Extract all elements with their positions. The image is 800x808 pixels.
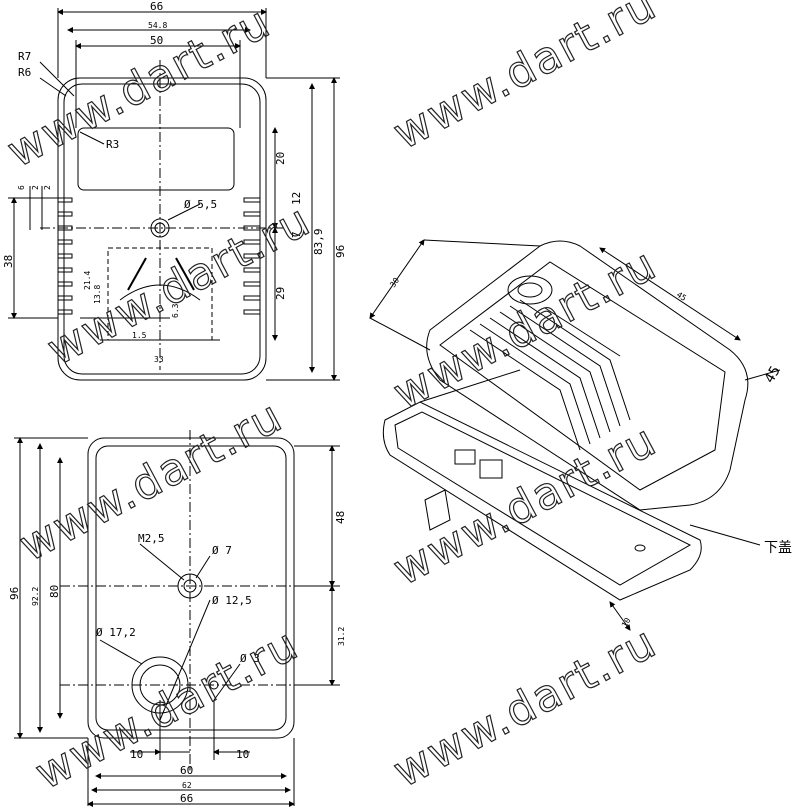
dim-1-5: 1.5: [132, 331, 147, 340]
dim-80: 80: [48, 585, 61, 598]
dim-83-9: 83,9: [312, 229, 325, 256]
watermark-4: www.dart.ru: [385, 238, 665, 419]
dim-20: 20: [274, 152, 287, 165]
dim-48: 48: [334, 511, 347, 524]
hole-dia-3: Ø 3: [240, 652, 260, 665]
iso-callout-lower-cover: 下盖: [764, 540, 792, 556]
radius-r7: R7: [18, 50, 31, 63]
back-inner-outline: [95, 445, 287, 731]
back-outer-outline: [87, 437, 295, 739]
dim-6-3: 6.3: [171, 303, 180, 318]
dim-10-right: 10: [236, 748, 249, 761]
iso-lower-tray: [382, 401, 702, 601]
watermark-7: www.dart.ru: [27, 618, 307, 799]
right-vent-slots: [243, 197, 261, 315]
dim-slot-6: 6: [17, 185, 26, 190]
hole-dia-17-2: Ø 17,2: [96, 626, 136, 639]
dim-60: 60: [180, 764, 193, 777]
dim-66-top: 66: [150, 0, 163, 13]
watermark-3: www.dart.ru: [39, 194, 319, 375]
watermark-8: www.dart.ru: [385, 616, 665, 797]
left-vent-slots: [57, 197, 73, 315]
watermark-1: www.dart.ru: [0, 0, 279, 178]
dim-54-8: 54.8: [148, 21, 167, 30]
thread-m2-5: M2,5: [138, 532, 165, 545]
dim-10-left: 10: [130, 748, 143, 761]
dim-slot-2b: 2: [43, 185, 52, 190]
dim-66-bottom: 66: [180, 792, 193, 805]
dim-21-4: 21.4: [83, 271, 92, 290]
iso-view: [369, 239, 781, 631]
dim-96-back: 96: [8, 587, 21, 600]
front-view: [8, 8, 340, 381]
back-top-hole-outer: [177, 573, 203, 599]
back-top-hole-inner: [183, 579, 197, 593]
watermark-6: www.dart.ru: [385, 414, 665, 595]
iso-dim-30: 30: [388, 276, 401, 289]
dim-31-2: 31.2: [337, 627, 346, 646]
back-view: [14, 430, 340, 807]
iso-dim-10: 10: [620, 616, 633, 629]
watermark-2: www.dart.ru: [385, 0, 665, 160]
front-hole-dia: Ø 5,5: [184, 198, 217, 211]
dim-38: 38: [2, 255, 15, 268]
iso-ribs: [469, 299, 631, 451]
iso-dim-45-side: 45: [762, 363, 784, 386]
hole-dia-12-5: Ø 12,5: [212, 594, 252, 607]
back-small-hole: [209, 680, 219, 690]
radius-r3: R3: [106, 138, 119, 151]
iso-upper-cover: [426, 240, 749, 511]
dim-50: 50: [150, 34, 163, 47]
dim-96-front: 96: [334, 245, 347, 258]
display-window: [77, 127, 235, 191]
dim-92-2: 92.2: [31, 587, 40, 606]
dim-33: 33: [154, 355, 164, 364]
iso-dim-45-top: 45: [675, 290, 688, 303]
radius-r6: R6: [18, 66, 31, 79]
dim-62: 62: [182, 781, 192, 790]
dim-29: 29: [274, 287, 287, 300]
dim-7: 7: [290, 231, 303, 238]
dim-13-8: 13.8: [93, 285, 102, 304]
hole-dia-7: Ø 7: [212, 544, 232, 557]
dim-slot-2a: 2: [31, 185, 40, 190]
watermarks: www.dart.ru www.dart.ru www.dart.ru www.…: [0, 0, 666, 800]
front-center-hole: [150, 218, 170, 238]
dim-12: 12: [290, 192, 303, 205]
